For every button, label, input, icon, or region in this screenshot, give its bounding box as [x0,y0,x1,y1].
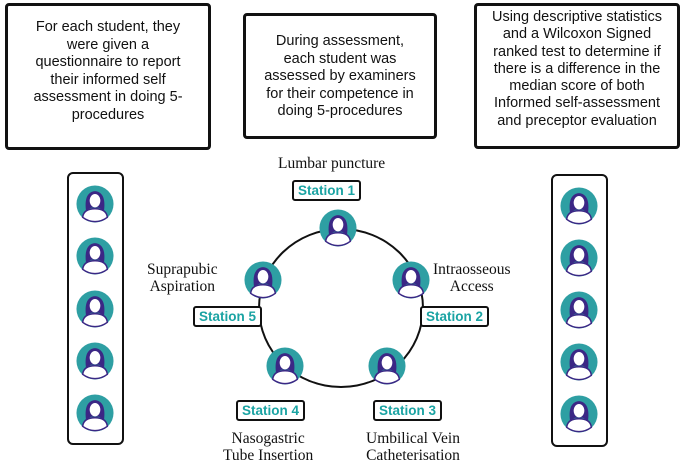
procedure-label-station-4: Nasogastric Tube Insertion [223,430,314,464]
examiner-assessment-box: During assessment, each student was asse… [243,13,437,139]
student-avatar-icon [560,343,598,381]
student-avatar-icon [266,347,304,385]
procedure-label-station-3: Umbilical Vein Catheterisation [366,430,460,464]
station-4-label: Station 4 [236,400,306,421]
student-avatar-icon [368,347,406,385]
student-avatar-icon [392,261,430,299]
student-avatar-icon [244,261,282,299]
student-avatar-icon [76,342,114,380]
station-2-label: Station 2 [420,306,490,327]
student-avatar-icon [560,395,598,433]
self-assessment-text: For each student, they were given a ques… [33,19,183,123]
student-avatar-icon [76,185,114,223]
procedure-label-station-5: Suprapubic Aspiration [147,261,218,295]
student-avatar-icon [319,209,357,247]
student-avatar-icon [560,187,598,225]
station-1-label: Station 1 [292,180,362,201]
student-avatar-icon [76,290,114,328]
procedure-label-station-2: Intraosseous Access [433,261,511,295]
examiner-assessment-text: During assessment, each student was asse… [264,33,416,120]
station-5-label: Station 5 [193,306,263,327]
statistics-box: Using descriptive statistics and a Wilco… [474,3,680,149]
statistics-text: Using descriptive statistics and a Wilco… [491,9,663,129]
station-3-label: Station 3 [373,400,443,421]
student-avatar-icon [76,237,114,275]
self-assessment-box: For each student, they were given a ques… [5,3,211,150]
student-avatar-icon [560,239,598,277]
student-avatar-icon [76,394,114,432]
procedure-label-station-1: Lumbar puncture [278,155,386,172]
student-avatar-icon [560,291,598,329]
